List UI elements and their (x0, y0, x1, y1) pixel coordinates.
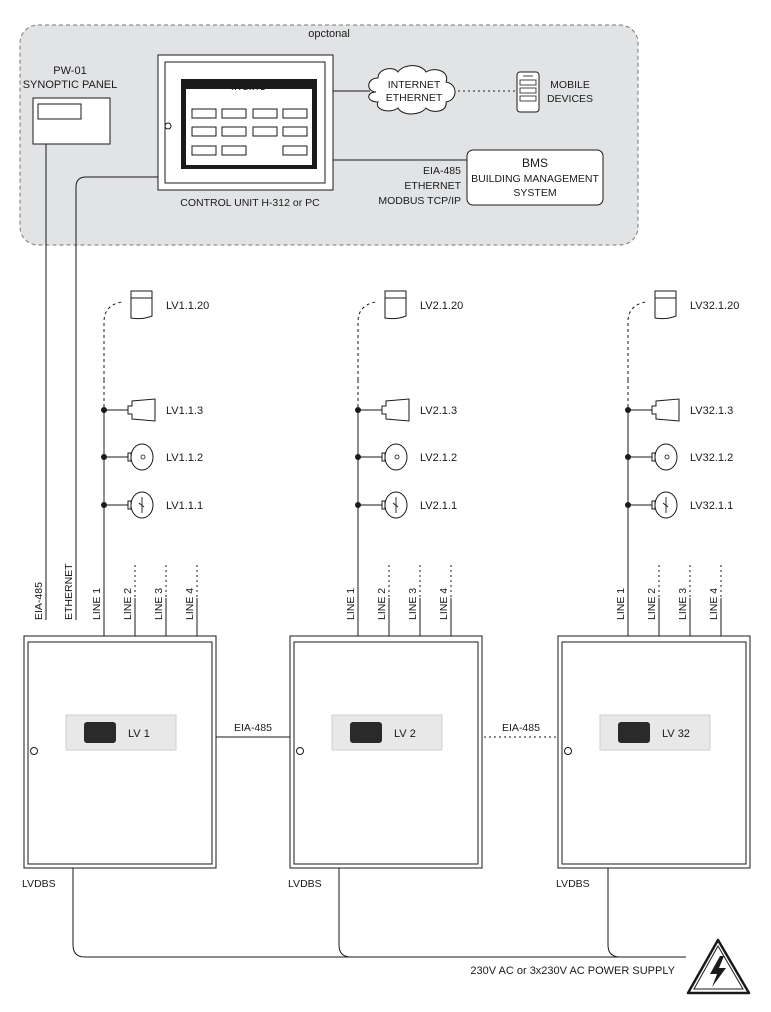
bus-label-ethernet: ETHERNET (63, 563, 75, 620)
mobile-label: MOBILE (550, 79, 590, 91)
distribution-cabinet: LV 1 (23, 635, 217, 869)
power-supply-label: 230V AC or 3x230V AC POWER SUPPLY (470, 965, 675, 977)
exit-sign-icon (654, 290, 677, 320)
round-arrow-lamp-icon (651, 491, 678, 519)
high-voltage-icon (686, 938, 751, 995)
power-supply-lines (72, 868, 686, 958)
devices-label: DEVICES (547, 93, 593, 105)
bus-label-eia485: EIA-485 (33, 582, 45, 620)
internet-label: INTERNET (388, 79, 441, 91)
optional-label: opctonal (308, 28, 350, 40)
mobile-devices: MOBILE DEVICES (516, 71, 593, 113)
lamp-label: LV32.1.2 (690, 452, 733, 464)
control-unit-caption: CONTROL UNIT H-312 or PC (180, 197, 320, 209)
bms-line1: BUILDING MANAGEMENT (471, 173, 599, 185)
ethernet-label: ETHERNET (386, 92, 443, 104)
bms: BMS BUILDING MANAGEMENT SYSTEM EIA-485 E… (378, 149, 604, 207)
line-label: LINE 1 (91, 588, 103, 620)
bms-title: BMS (522, 156, 548, 170)
link-label-2: EIA-485 (502, 722, 540, 734)
lamp-label: LV2.1.1 (420, 500, 457, 512)
control-unit: HYBRYD CONTROL UNIT H-312 or PC (157, 54, 334, 209)
round-arrow-lamp-icon (127, 491, 154, 519)
wall-lamp-icon (127, 398, 156, 422)
bms-link-line1: EIA-485 (423, 165, 461, 177)
top-connections (45, 90, 515, 620)
lamp-label: LV32.1.20 (690, 300, 739, 312)
line-label: LINE 2 (122, 588, 134, 620)
line-label: LINE 3 (407, 588, 419, 620)
exit-sign-icon (130, 290, 153, 320)
cabinet-label: LV 32 (662, 728, 690, 740)
wall-lamp-icon (651, 398, 680, 422)
round-lamp-icon (127, 443, 154, 471)
line-label: LINE 3 (677, 588, 689, 620)
distribution-cabinet: LV 2 (289, 635, 483, 869)
bms-link-line3: MODBUS TCP/IP (378, 195, 461, 207)
lvdbs-label: LVDBS (288, 878, 322, 890)
line-label: LINE 3 (153, 588, 165, 620)
line-label: LINE 1 (345, 588, 357, 620)
wall-lamp-icon (381, 398, 410, 422)
exit-sign-icon (384, 290, 407, 320)
lamp-label: LV1.1.3 (166, 405, 203, 417)
lamp-label: LV1.1.2 (166, 452, 203, 464)
line-label: LINE 2 (646, 588, 658, 620)
link-label-1: EIA-485 (234, 722, 272, 734)
round-arrow-lamp-icon (381, 491, 408, 519)
internet-cloud: INTERNET ETHERNET (368, 65, 456, 115)
lamp-label: LV1.1.1 (166, 500, 203, 512)
line-label: LINE 4 (708, 588, 720, 620)
cabinet-label: LV 2 (394, 728, 416, 740)
bms-line2: SYSTEM (513, 187, 556, 199)
distribution-cabinet: LV 32 (557, 635, 751, 869)
lamp-label: LV1.1.20 (166, 300, 209, 312)
control-unit-brand: HYBRYD (231, 85, 266, 92)
cabinet-label: LV 1 (128, 728, 150, 740)
synoptic-panel: PW-01 SYNOPTIC PANEL (23, 65, 118, 145)
lamp-label: LV2.1.3 (420, 405, 457, 417)
line-label: LINE 1 (615, 588, 627, 620)
control-unit-keypad (191, 108, 308, 156)
synoptic-panel-label: SYNOPTIC PANEL (23, 79, 118, 91)
line-label: LINE 4 (438, 588, 450, 620)
lamp-label: LV2.1.2 (420, 452, 457, 464)
round-lamp-icon (381, 443, 408, 471)
cloud-icon (368, 65, 456, 115)
line-label: LINE 2 (376, 588, 388, 620)
lvdbs-label: LVDBS (556, 878, 590, 890)
round-lamp-icon (651, 443, 678, 471)
mobile-device-icon (516, 71, 540, 113)
bms-link-line2: ETHERNET (404, 180, 461, 192)
synoptic-panel-id: PW-01 (53, 65, 86, 77)
cabinet-links: EIA-485 EIA-485 (216, 722, 558, 738)
lamp-label: LV2.1.20 (420, 300, 463, 312)
line-label: LINE 4 (184, 588, 196, 620)
lamp-label: LV32.1.1 (690, 500, 733, 512)
lamp-label: LV32.1.3 (690, 405, 733, 417)
lvdbs-label: LVDBS (22, 878, 56, 890)
